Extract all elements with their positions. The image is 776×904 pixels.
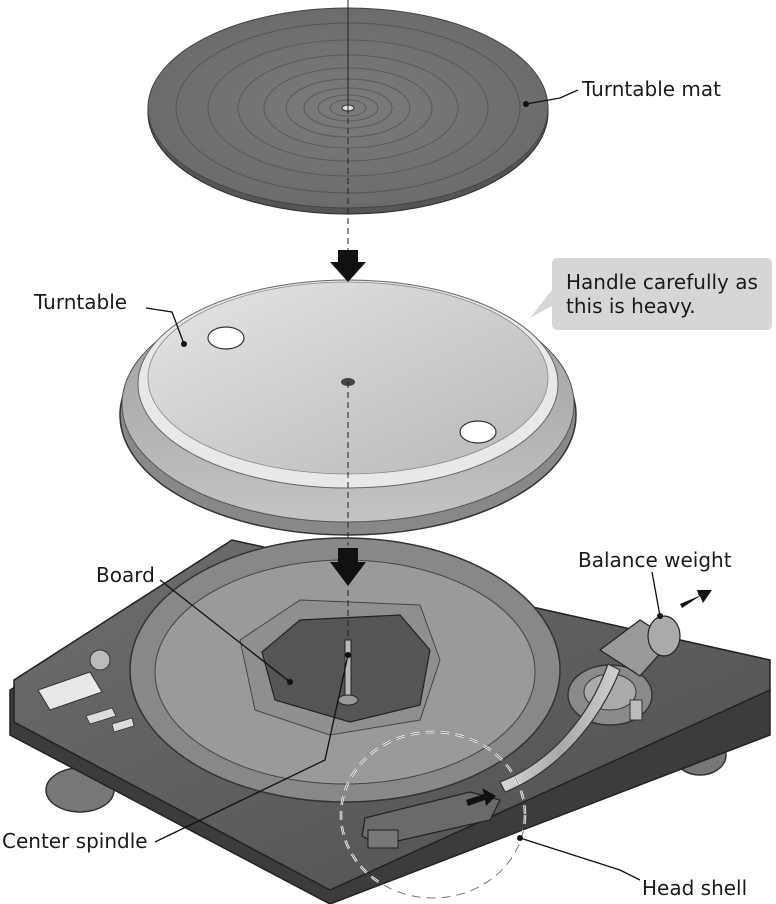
label-board: Board — [96, 563, 155, 587]
label-turntable: Turntable — [34, 290, 128, 314]
callout-line-2: this is heavy. — [566, 294, 696, 318]
label-turntable-mat: Turntable mat — [582, 77, 721, 101]
label-center-spindle: Center spindle — [2, 829, 148, 853]
leader-lines — [145, 89, 661, 881]
label-balance-weight: Balance weight — [578, 548, 732, 572]
callout-bubble — [530, 258, 772, 330]
down-arrow-icon — [330, 250, 366, 282]
down-arrow-icon — [330, 548, 366, 586]
turntable-base — [9, 537, 771, 904]
callout-line-1: Handle carefully as — [566, 270, 758, 294]
label-head-shell: Head shell — [642, 876, 748, 900]
leader-dots — [181, 101, 663, 841]
callout-text: Handle carefully as this is heavy. — [552, 258, 770, 330]
